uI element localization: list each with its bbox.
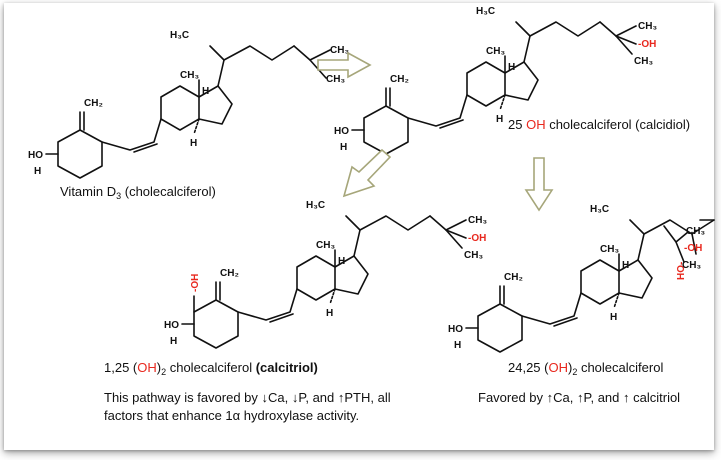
atom-label: H (454, 340, 461, 351)
hydroxyl-label: HO- (676, 262, 687, 280)
atom-label: H (340, 142, 347, 153)
atom-label: H (170, 336, 177, 347)
atom-label: CH₂ (504, 272, 523, 283)
calcidiol-label: 25 OH cholecalciferol (calcidiol) (508, 117, 690, 132)
atom-label: CH₃ (634, 56, 653, 67)
atom-label: CH₃ (180, 70, 199, 81)
atom-label: H (496, 114, 503, 125)
calcidiol-structure: H₃C CH₃ H H CH₃ -OH CH₃ CH₂ HO H (334, 6, 657, 155)
atom-label: CH₃ (638, 21, 657, 32)
atom-label: CH₃ (326, 74, 345, 85)
atom-label: CH₃ (468, 215, 487, 226)
atom-label: CH₂ (84, 98, 103, 109)
atom-label: CH₃ (486, 46, 505, 57)
calcitriol-note-line2: factors that enhance 1α hydroxylase acti… (104, 408, 359, 423)
arrow-down-left (342, 148, 392, 198)
vitamin-d3-structure: H₃C CH₃ H H CH₃ CH₃ CH₂ HO H (28, 30, 349, 179)
arrow-right (317, 51, 372, 79)
atom-label: H (190, 138, 197, 149)
atom-label: H (326, 308, 333, 319)
atom-label: CH₃ (330, 45, 349, 56)
atom-label: CH₃ (600, 244, 619, 255)
calcitriol-structure: H₃C CH₃ H H CH₃ -OH CH₃ CH₂ -OH HO H (164, 200, 487, 349)
atom-label: H (338, 256, 345, 267)
atom-label: CH₃ (464, 250, 483, 261)
atom-label: HO (28, 150, 43, 161)
atom-label: H₃C (170, 30, 189, 41)
atom-label: H (508, 62, 515, 73)
atom-label: H₃C (590, 204, 609, 215)
hydroxyl-label: -OH (638, 39, 656, 50)
figure-panel (4, 3, 714, 450)
hydroxyl-label: -OH (190, 274, 201, 292)
atom-label: H₃C (476, 6, 495, 17)
atom-label: H (34, 166, 41, 177)
atom-label: HO (448, 324, 463, 335)
inactive-metabolite-label: 24,25 (OH)2 cholecalciferol (508, 360, 663, 377)
atom-label: CH₃ (316, 240, 335, 251)
atom-label: H (202, 86, 209, 97)
atom-label: CH₂ (390, 74, 409, 85)
atom-label: H (610, 312, 617, 323)
inactive-note: Favored by ↑Ca, ↑P, and ↑ calcitriol (478, 390, 680, 405)
calcitriol-note-line1: This pathway is favored by ↓Ca, ↓P, and … (104, 390, 391, 405)
inactive-metabolite-structure: H₃C CH₃ H H CH₂ HO H HO- (448, 204, 715, 353)
vitamin-d3-label: Vitamin D3 (cholecalciferol) (60, 184, 216, 201)
atom-label: HO (164, 320, 179, 331)
calcitriol-label: 1,25 (OH)2 cholecalciferol (calcitriol) (104, 360, 318, 377)
atom-label: CH₃ (686, 226, 705, 237)
atom-label: CH₂ (220, 268, 239, 279)
atom-label: CH₃ (682, 260, 701, 271)
atom-label: HO (334, 126, 349, 137)
arrow-down (524, 157, 554, 212)
atom-label: H₃C (306, 200, 325, 211)
atom-label: H (622, 260, 629, 271)
inactive-side-chain-end: CH₃ -OH CH₃ (663, 225, 705, 271)
hydroxyl-label: -OH (468, 233, 486, 244)
hydroxyl-label: -OH (684, 243, 702, 254)
